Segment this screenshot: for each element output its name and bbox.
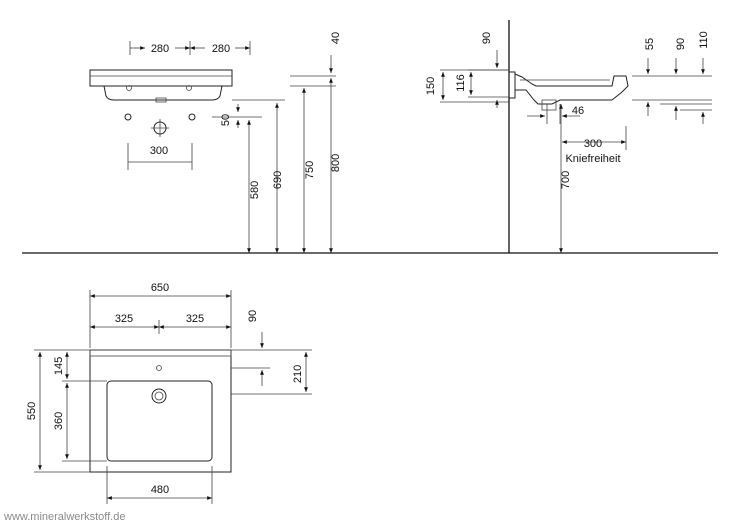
dim-300-taps: 300: [150, 145, 168, 157]
top-basin-back-rim: [89, 349, 232, 357]
dim-90-top-view: 90: [247, 310, 259, 322]
dim-210: 210: [292, 365, 304, 383]
dim-110: 110: [698, 31, 710, 49]
dim-90-right: 90: [675, 38, 687, 50]
top-view: 650 325 325 550 145 360 90 210 480: [26, 282, 312, 504]
dim-280-left: 280: [151, 43, 169, 55]
dim-750: 750: [304, 161, 316, 179]
dim-90-top: 90: [481, 32, 493, 44]
watermark-url: www.mineralwerkstoff.de: [3, 511, 125, 523]
dim-800: 800: [330, 154, 342, 172]
front-basin-bowl: [103, 85, 223, 101]
dim-360: 360: [53, 412, 65, 430]
dim-580: 580: [249, 181, 261, 199]
top-bowl: [106, 380, 213, 462]
side-bracket: [508, 71, 516, 99]
top-tap-hole: [156, 365, 162, 371]
front-overflow: [155, 97, 167, 103]
top-drain-inner: [154, 391, 164, 401]
dim-700: 700: [560, 171, 572, 189]
front-mount-left: [124, 113, 132, 121]
dim-145: 145: [53, 357, 65, 375]
dim-55: 55: [644, 38, 656, 50]
front-tap-left: [126, 85, 132, 91]
dim-690: 690: [272, 171, 284, 189]
side-basin-profile: [514, 73, 629, 105]
top-drain-outer: [151, 388, 167, 404]
dim-325-right: 325: [186, 313, 204, 325]
dim-50: 50: [220, 114, 232, 126]
dim-116: 116: [455, 74, 467, 92]
dim-280-right: 280: [212, 43, 230, 55]
dim-550: 550: [26, 402, 38, 420]
dim-325-left: 325: [115, 313, 133, 325]
dim-40: 40: [330, 32, 342, 44]
dim-46: 46: [572, 105, 584, 117]
dim-150: 150: [425, 77, 437, 95]
dim-650: 650: [151, 282, 169, 294]
front-view: 280 280 300 50 580 690 750 800 40: [89, 32, 342, 253]
front-tap-right: [186, 85, 192, 91]
dim-480: 480: [151, 484, 169, 496]
front-mount-right: [188, 113, 196, 121]
knee-clearance-label: Kniefreiheit: [565, 153, 620, 165]
dim-300-knee: 300: [584, 138, 602, 150]
side-view: 150 116 90 55 90 110 46 300 Kniefreiheit: [425, 31, 712, 253]
top-basin-outline: [89, 349, 232, 473]
front-basin-top: [89, 69, 233, 87]
